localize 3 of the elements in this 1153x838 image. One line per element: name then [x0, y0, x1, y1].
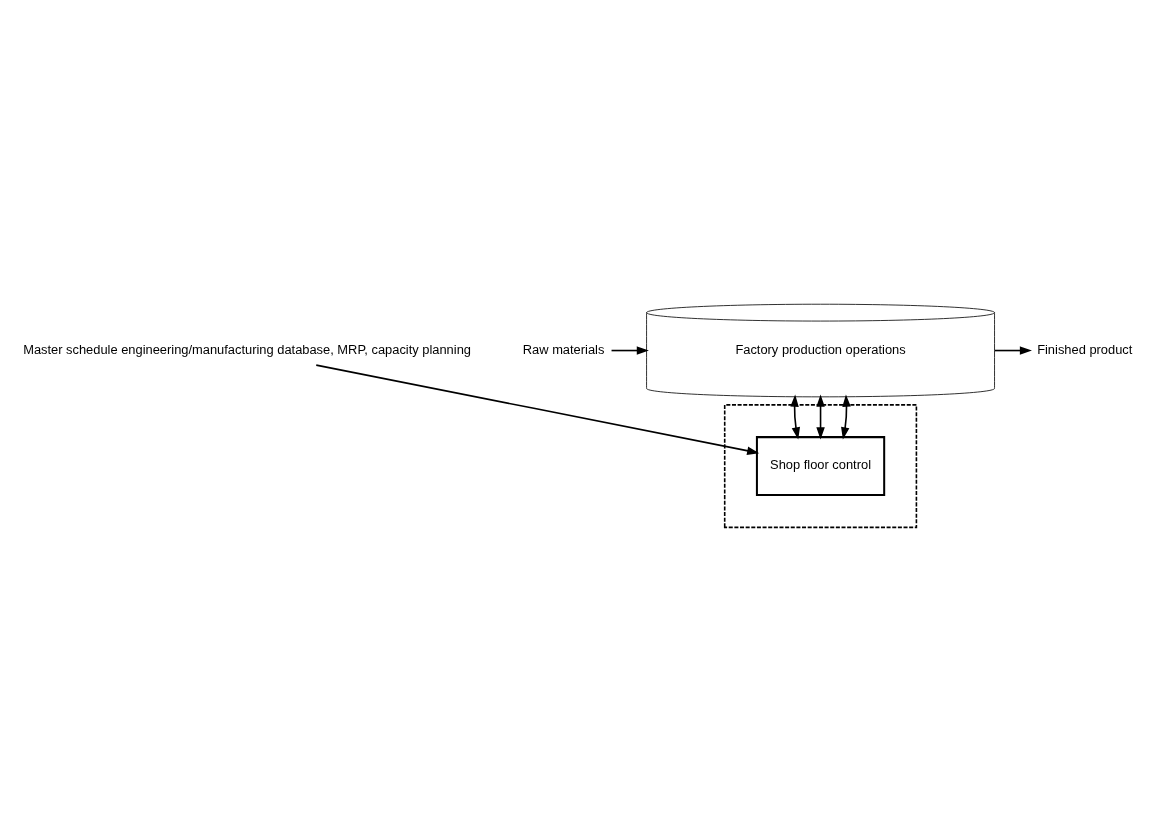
node-text: Raw materials — [522, 341, 605, 357]
node-text: Finished product — [1037, 341, 1133, 357]
node-text: Master schedule engineering/manufacturing database, MRP, capacity planning — [23, 341, 471, 357]
